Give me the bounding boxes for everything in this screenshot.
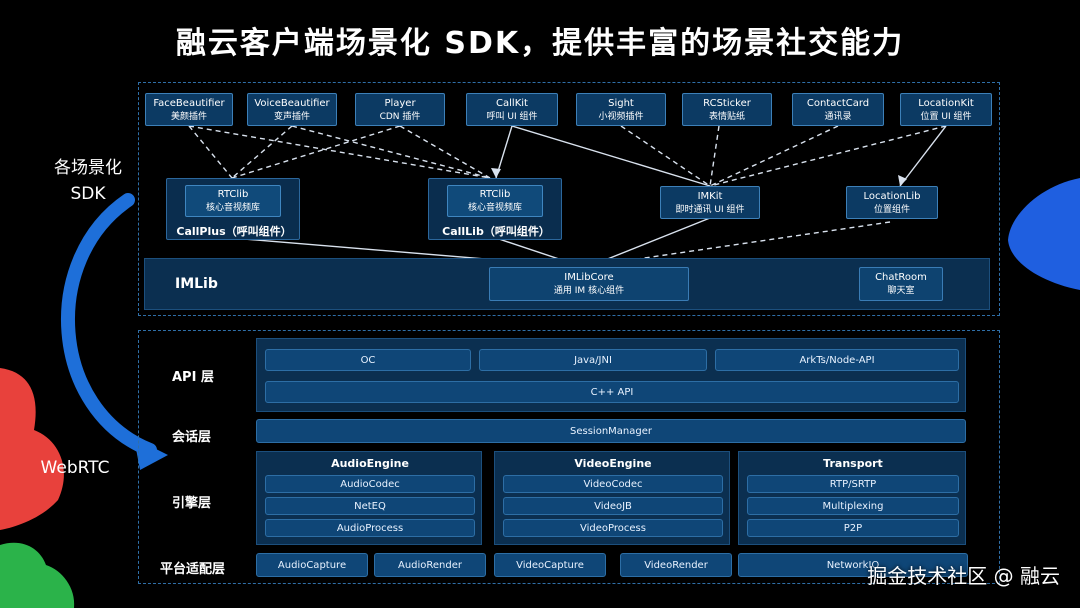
page-title: 融云客户端场景化 SDK，提供丰富的场景社交能力 [175,26,905,61]
plugin-sub: 小视频插件 [598,112,644,122]
plugin-locationkit[interactable]: LocationKit 位置 UI 组件 [900,93,992,126]
video-capture[interactable]: VideoCapture [494,553,606,577]
webrtc-frame [138,330,1000,584]
plugin-callkit[interactable]: CallKit 呼叫 UI 组件 [466,93,558,126]
plugin-voicebeautifier[interactable]: VoiceBeautifier 变声插件 [247,93,337,126]
plugin-sub: CDN 插件 [379,112,421,122]
plugin-name: Sight [608,98,634,109]
scene-sdk-label-line1: 各场景化 [54,158,122,178]
imkit-box[interactable]: IMKit 即时通讯 UI 组件 [660,186,760,219]
rtclib-sub: 核心音视频库 [205,203,260,213]
plugin-rcsticker[interactable]: RCSticker 表情贴纸 [682,93,772,126]
audio-process[interactable]: AudioProcess [265,519,475,537]
video-codec[interactable]: VideoCodec [503,475,723,493]
api-java-jni[interactable]: Java/JNI [479,349,707,371]
scene-sdk-label: 各场景化 SDK [38,155,138,207]
transport-title: Transport [823,457,883,470]
imkit-name: IMKit [697,191,723,202]
session-layer-label: 会话层 [172,430,212,445]
imlibcore-sub: 通用 IM 核心组件 [553,286,625,296]
locationlib-name: LocationLib [863,191,921,202]
api-layer-label: API 层 [172,370,214,385]
p2p[interactable]: P2P [747,519,959,537]
webrtc-arrow-head [134,438,168,470]
audio-engine-group: AudioEngine AudioCodec NetEQ AudioProces… [256,451,482,545]
plugin-sub: 通讯录 [824,112,852,122]
imkit-sub: 即时通讯 UI 组件 [675,205,745,215]
calllib-label: CallLib（呼叫组件） [442,225,550,238]
locationlib-box[interactable]: LocationLib 位置组件 [846,186,938,219]
video-render[interactable]: VideoRender [620,553,732,577]
transport-group: Transport RTP/SRTP Multiplexing P2P [738,451,966,545]
platform-layer-label: 平台适配层 [160,562,226,577]
plugin-name: VoiceBeautifier [254,98,330,109]
red-decoration [0,368,64,530]
plugin-name: ContactCard [806,98,870,109]
neteq[interactable]: NetEQ [265,497,475,515]
rtclib-sub: 核心音视频库 [467,203,522,213]
callplus-box[interactable]: RTClib 核心音视频库 CallPlus（呼叫组件） [166,178,300,240]
video-jb[interactable]: VideoJB [503,497,723,515]
audio-render[interactable]: AudioRender [374,553,486,577]
rtclib-name: RTClib [479,189,511,200]
plugin-name: LocationKit [918,98,974,109]
rtclib-name: RTClib [217,189,249,200]
imlib-band: IMLib IMLibCore 通用 IM 核心组件 ChatRoom 聊天室 [144,258,990,310]
plugin-contactcard[interactable]: ContactCard 通讯录 [792,93,884,126]
plugin-facebeautifier[interactable]: FaceBeautifier 美颜插件 [145,93,233,126]
api-oc[interactable]: OC [265,349,471,371]
session-manager[interactable]: SessionManager [256,419,966,443]
api-arkts-node[interactable]: ArkTs/Node-API [715,349,959,371]
green-decoration [0,542,75,608]
multiplexing[interactable]: Multiplexing [747,497,959,515]
plugin-name: RCSticker [703,98,751,109]
imlibcore-box[interactable]: IMLibCore 通用 IM 核心组件 [489,267,689,301]
api-layer-band: OC Java/JNI ArkTs/Node-API C++ API [256,338,966,412]
engine-layer-label: 引擎层 [172,496,212,511]
audio-capture[interactable]: AudioCapture [256,553,368,577]
plugin-name: Player [384,98,416,109]
scene-sdk-frame [138,82,1000,316]
plugin-sub: 美颜插件 [170,112,207,122]
plugin-name: CallKit [496,98,528,109]
chatroom-name: ChatRoom [875,272,927,283]
plugin-sub: 呼叫 UI 组件 [486,112,538,122]
audio-engine-title: AudioEngine [331,457,409,470]
imlibcore-name: IMLibCore [564,272,614,283]
callplus-label: CallPlus（呼叫组件） [176,225,292,238]
plugin-sub: 变声插件 [273,112,310,122]
callplus-rtclib: RTClib 核心音视频库 [185,185,281,217]
video-engine-title: VideoEngine [574,457,652,470]
plugin-sight[interactable]: Sight 小视频插件 [576,93,666,126]
chatroom-box[interactable]: ChatRoom 聊天室 [859,267,943,301]
calllib-box[interactable]: RTClib 核心音视频库 CallLib（呼叫组件） [428,178,562,240]
video-engine-group: VideoEngine VideoCodec VideoJB VideoProc… [494,451,730,545]
rtp-srtp[interactable]: RTP/SRTP [747,475,959,493]
scene-sdk-label-line2: SDK [70,184,106,204]
webrtc-arrow [61,193,157,457]
plugin-player[interactable]: Player CDN 插件 [355,93,445,126]
calllib-rtclib: RTClib 核心音视频库 [447,185,543,217]
video-process[interactable]: VideoProcess [503,519,723,537]
plugin-name: FaceBeautifier [153,98,225,109]
audio-codec[interactable]: AudioCodec [265,475,475,493]
chatroom-sub: 聊天室 [887,286,915,296]
watermark: 掘金技术社区 @ 融云 [867,564,1060,588]
network-io[interactable]: NetworkIO [738,553,968,577]
imlib-label: IMLib [175,276,218,292]
api-cpp[interactable]: C++ API [265,381,959,403]
webrtc-label: WebRTC [40,458,110,478]
blue-decoration [1008,178,1080,290]
plugin-sub: 位置 UI 组件 [920,112,972,122]
locationlib-sub: 位置组件 [873,205,910,215]
plugin-sub: 表情贴纸 [708,112,745,122]
